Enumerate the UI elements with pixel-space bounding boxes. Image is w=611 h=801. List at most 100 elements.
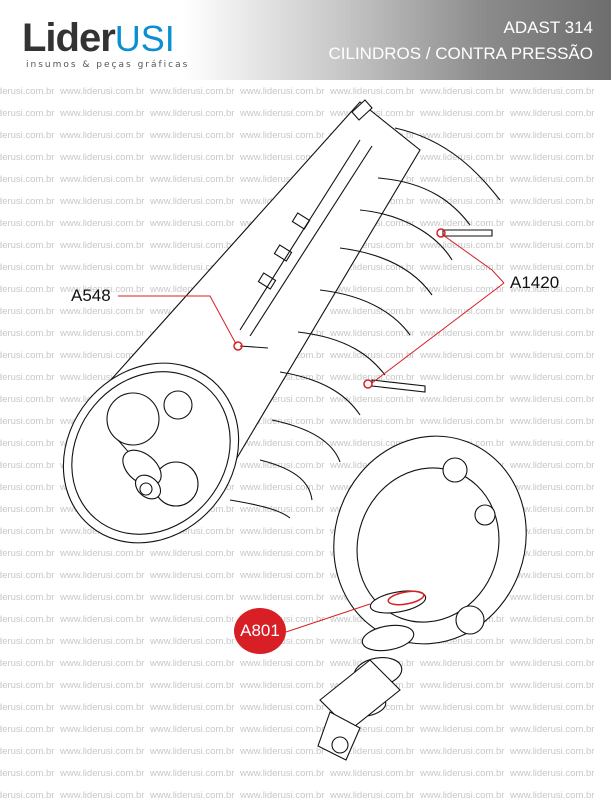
callout-a1420: A1420 (510, 273, 560, 292)
watermark-text: www.liderusi.com.br (420, 724, 505, 735)
watermark-text: www.liderusi.com.br (60, 196, 145, 207)
watermark-text: www.liderusi.com.br (330, 262, 415, 273)
watermark-text: www.liderusi.com.br (150, 196, 235, 207)
watermark-text: www.liderusi.com.br (240, 680, 325, 691)
watermark-text: www.liderusi.com.br (60, 790, 145, 801)
watermark-text: www.liderusi.com.br (0, 152, 55, 163)
watermark-text: www.liderusi.com.br (240, 548, 325, 559)
watermark-text: www.liderusi.com.br (0, 350, 55, 361)
watermark-text: www.liderusi.com.br (330, 746, 415, 757)
watermark-text: www.liderusi.com.br (60, 636, 145, 647)
watermark-text: www.liderusi.com.br (420, 394, 505, 405)
watermark-text: www.liderusi.com.br (510, 152, 595, 163)
watermark-text: www.liderusi.com.br (0, 438, 55, 449)
header-banner: LiderUSI insumos & peças gráficas ADAST … (0, 0, 611, 80)
watermark-text: www.liderusi.com.br (330, 372, 415, 383)
watermark-text: www.liderusi.com.br (420, 702, 505, 713)
watermark-text: www.liderusi.com.br (240, 130, 325, 141)
watermark-text: www.liderusi.com.br (420, 658, 505, 669)
watermark-text: www.liderusi.com.br (420, 328, 505, 339)
watermark-text: www.liderusi.com.br (330, 284, 415, 295)
watermark-text: www.liderusi.com.br (60, 108, 145, 119)
logo-tagline: insumos & peças gráficas (26, 60, 190, 70)
watermark-text: www.liderusi.com.br (240, 174, 325, 185)
watermark-text: www.liderusi.com.br (60, 284, 145, 295)
callout-a801-badge: A801 (234, 608, 286, 654)
watermark-text: www.liderusi.com.br (420, 790, 505, 801)
watermark-text: www.liderusi.com.br (510, 592, 595, 603)
watermark-text: www.liderusi.com.br (60, 548, 145, 559)
watermark-text: www.liderusi.com.br (60, 218, 145, 229)
watermark-text: www.liderusi.com.br (150, 636, 235, 647)
watermark-text: www.liderusi.com.br (240, 438, 325, 449)
watermark-text: www.liderusi.com.br (510, 702, 595, 713)
watermark-text: www.liderusi.com.br (0, 482, 55, 493)
watermark-text: www.liderusi.com.br (0, 746, 55, 757)
watermark-text: www.liderusi.com.br (0, 218, 55, 229)
watermark-text: www.liderusi.com.br (510, 460, 595, 471)
watermark-text: www.liderusi.com.br (0, 790, 55, 801)
watermark-text: www.liderusi.com.br (150, 790, 235, 801)
watermark-text: www.liderusi.com.br (510, 372, 595, 383)
watermark-text: www.liderusi.com.br (510, 394, 595, 405)
watermark-text: www.liderusi.com.br (0, 416, 55, 427)
watermark-text: www.liderusi.com.br (0, 636, 55, 647)
watermark-text: www.liderusi.com.br (420, 372, 505, 383)
watermark-text: www.liderusi.com.br (240, 86, 325, 97)
watermark-text: www.liderusi.com.br (510, 416, 595, 427)
section-title: CILINDROS / CONTRA PRESSÃO (328, 44, 594, 63)
watermark-text: www.liderusi.com.br (240, 592, 325, 603)
watermark-text: www.liderusi.com.br (0, 724, 55, 735)
watermark-text: www.liderusi.com.br (510, 218, 595, 229)
watermark-text: www.liderusi.com.br (150, 130, 235, 141)
watermark-text: www.liderusi.com.br (150, 724, 235, 735)
watermark-text: www.liderusi.com.br (420, 350, 505, 361)
watermark-text: www.liderusi.com.br (60, 614, 145, 625)
watermark-text: www.liderusi.com.br (510, 196, 595, 207)
watermark-text: www.liderusi.com.br (60, 306, 145, 317)
watermark-text: www.liderusi.com.br (240, 108, 325, 119)
watermark-text: www.liderusi.com.br (330, 86, 415, 97)
watermark-text: www.liderusi.com.br (0, 702, 55, 713)
watermark-text: www.liderusi.com.br (330, 790, 415, 801)
watermark-text: www.liderusi.com.br (0, 262, 55, 273)
watermark-text: www.liderusi.com.br (60, 174, 145, 185)
watermark-text: www.liderusi.com.br (420, 130, 505, 141)
watermark-text: www.liderusi.com.br (0, 570, 55, 581)
watermark-text: www.liderusi.com.br (0, 504, 55, 515)
watermark-text: www.liderusi.com.br (0, 174, 55, 185)
watermark-text: www.liderusi.com.br (150, 218, 235, 229)
watermark-text: www.liderusi.com.br (0, 526, 55, 537)
watermark-text: www.liderusi.com.br (150, 152, 235, 163)
watermark-text: www.liderusi.com.br (60, 768, 145, 779)
watermark-text: www.liderusi.com.br (60, 350, 145, 361)
watermark-text: www.liderusi.com.br (330, 306, 415, 317)
watermark-text: www.liderusi.com.br (60, 570, 145, 581)
watermark-text: www.liderusi.com.br (510, 504, 595, 515)
watermark-text: www.liderusi.com.br (150, 570, 235, 581)
watermark-text: www.liderusi.com.br (510, 636, 595, 647)
watermark-text: www.liderusi.com.br (150, 746, 235, 757)
watermark-text: www.liderusi.com.br (420, 108, 505, 119)
watermark-text: www.liderusi.com.br (510, 174, 595, 185)
watermark-text: www.liderusi.com.br (150, 702, 235, 713)
watermark-text: www.liderusi.com.br (330, 438, 415, 449)
watermark-text: www.liderusi.com.br (420, 306, 505, 317)
watermark-text: www.liderusi.com.br (60, 262, 145, 273)
watermark-text: www.liderusi.com.br (0, 592, 55, 603)
watermark-text: www.liderusi.com.br (510, 438, 595, 449)
watermark-text: www.liderusi.com.br (60, 702, 145, 713)
watermark-text: www.liderusi.com.br (150, 108, 235, 119)
watermark-text: www.liderusi.com.br (150, 526, 235, 537)
watermark-text: www.liderusi.com.br (330, 240, 415, 251)
watermark-text: www.liderusi.com.br (240, 658, 325, 669)
callout-a548: A548 (71, 286, 111, 305)
watermark-text: www.liderusi.com.br (510, 570, 595, 581)
watermark-text: www.liderusi.com.br (0, 372, 55, 383)
watermark-text: www.liderusi.com.br (60, 328, 145, 339)
watermark-text: www.liderusi.com.br (0, 86, 55, 97)
watermark-text: www.liderusi.com.br (240, 416, 325, 427)
watermark-text: www.liderusi.com.br (0, 680, 55, 691)
watermark-text: www.liderusi.com.br (0, 460, 55, 471)
